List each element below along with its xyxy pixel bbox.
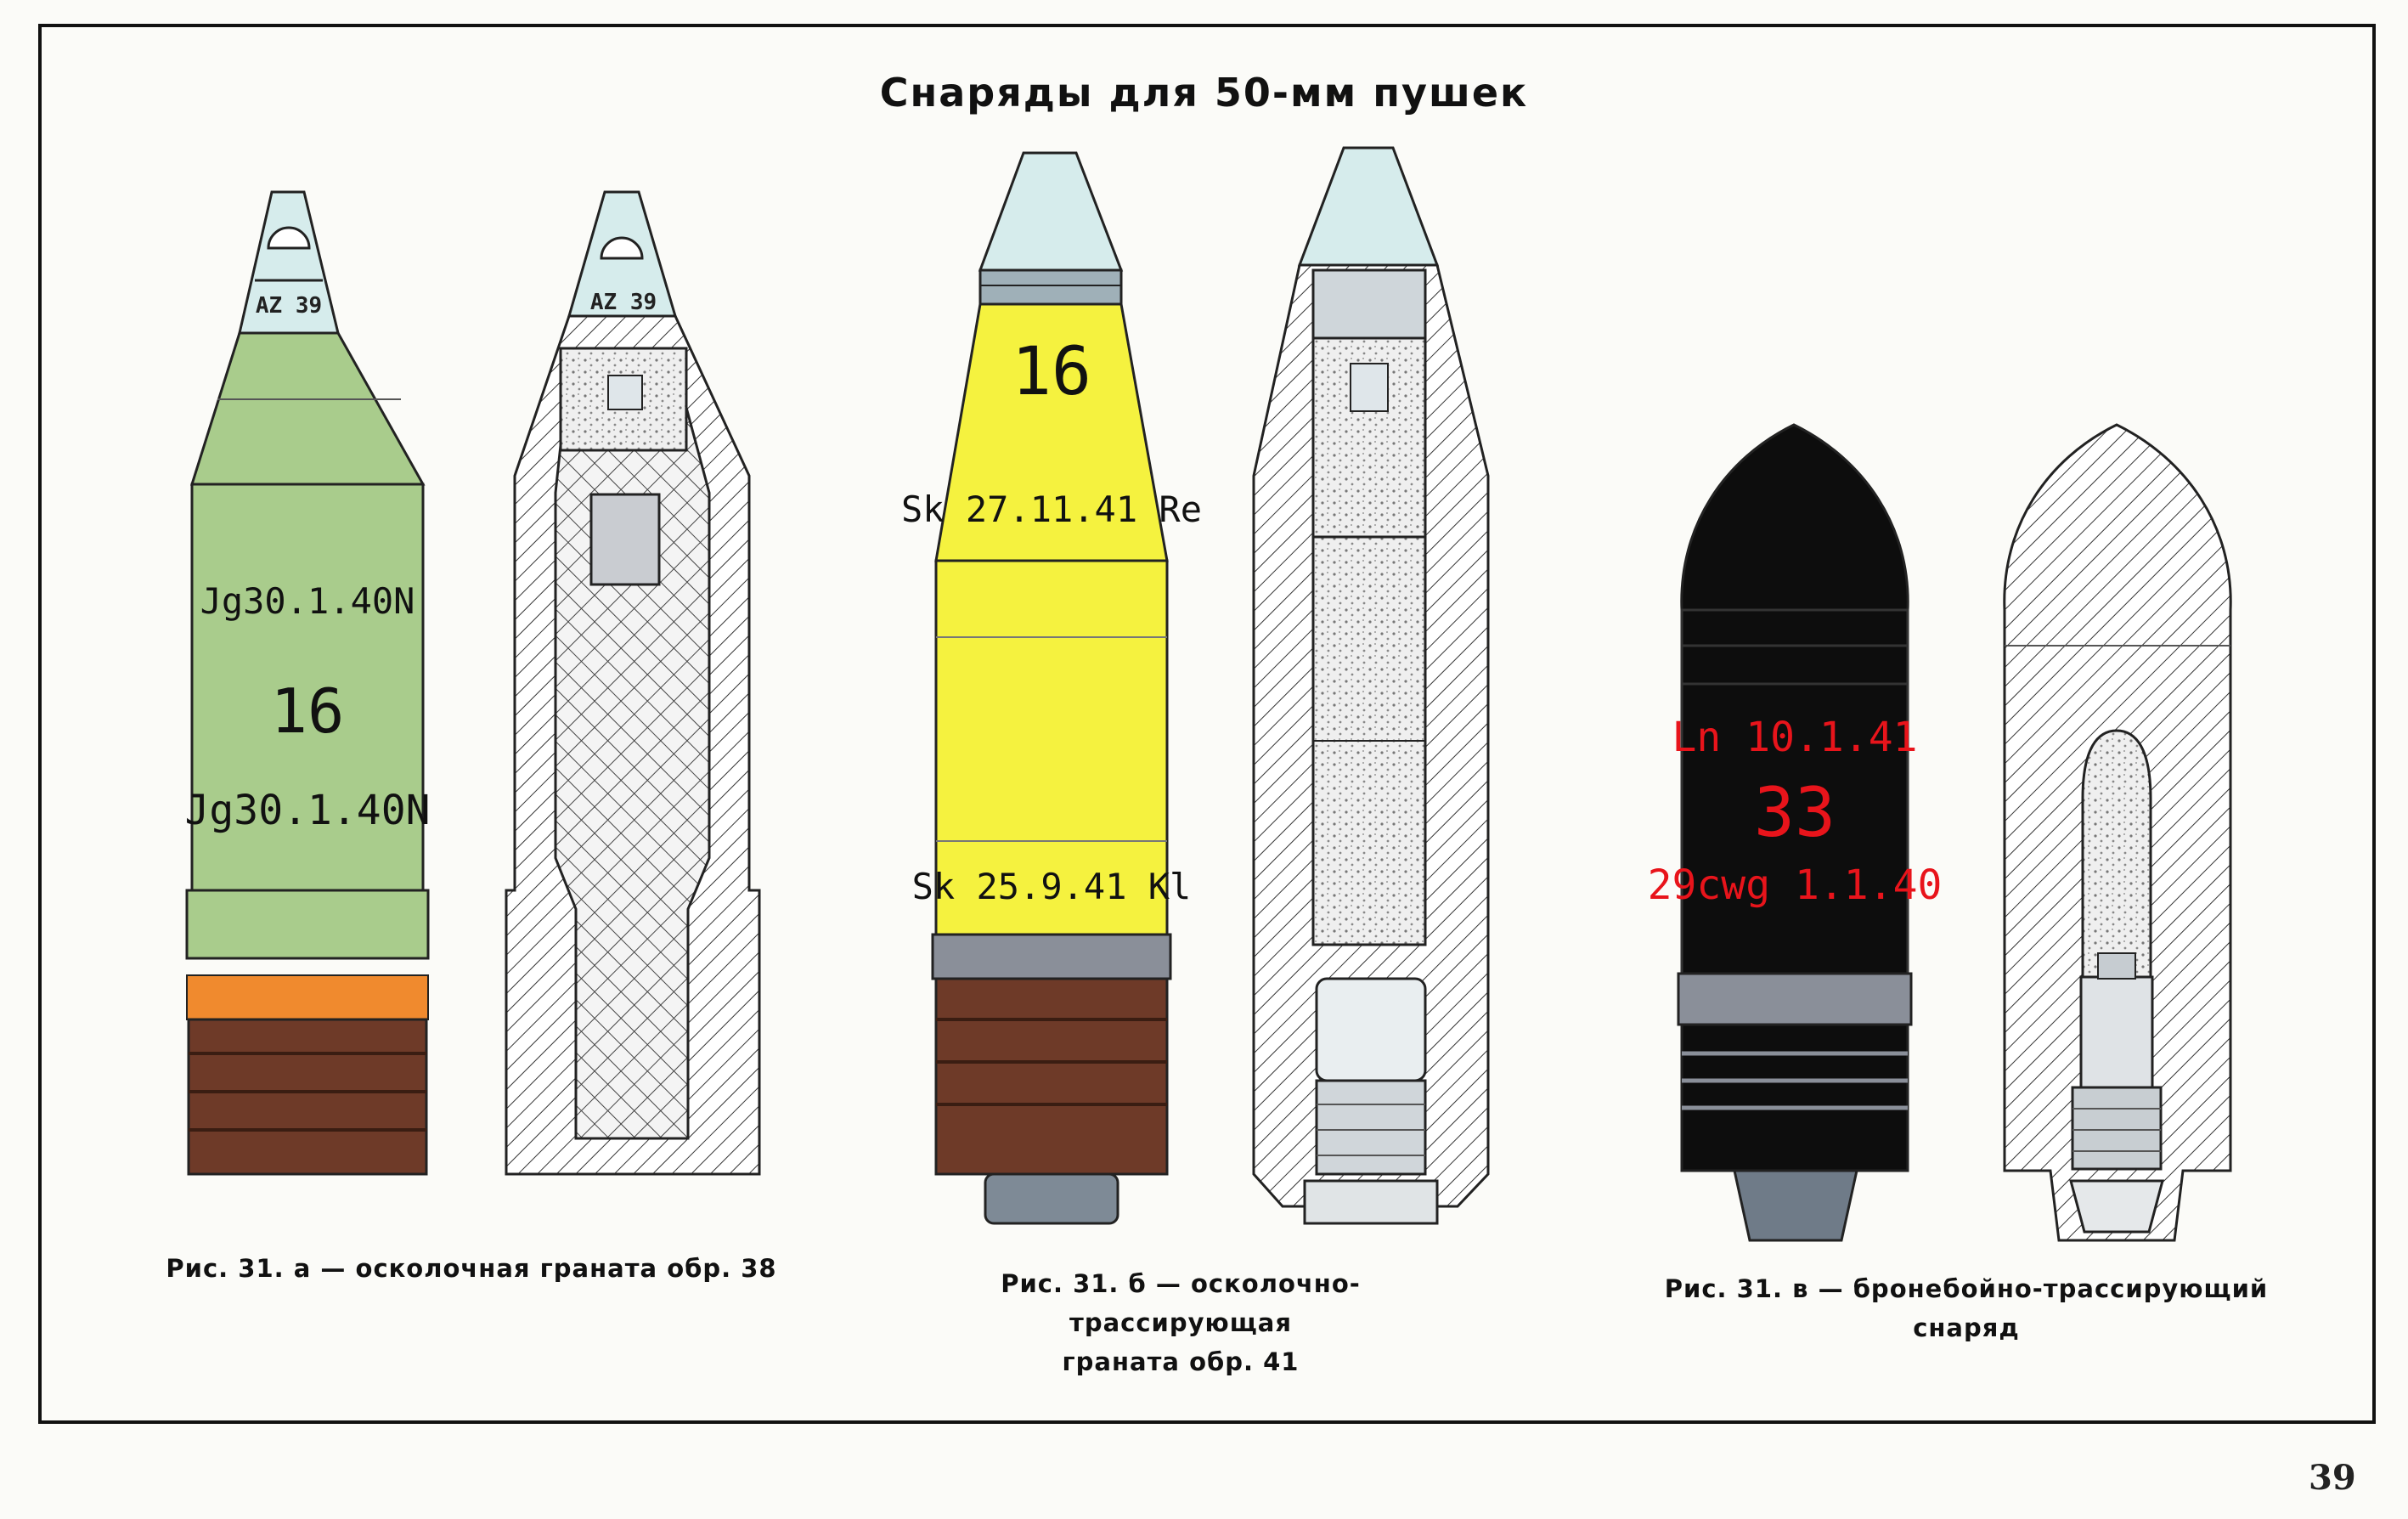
marking-b3: Sk 25.9.41 Kl — [912, 866, 1192, 907]
marking-b2: Sk 27.11.41 Re — [901, 488, 1202, 530]
caption-a: Рис. 31. а — осколочная граната обр. 38 — [153, 1249, 790, 1288]
marking-v2: 33 — [1754, 773, 1836, 852]
rotating-band — [187, 1018, 428, 1176]
color-band — [186, 974, 429, 1020]
plate-title: Снаряды для 50-мм пушек — [879, 70, 1529, 116]
detonator — [1350, 363, 1389, 412]
shell-body — [934, 559, 1169, 936]
shell-v-exterior: Ln 10.1.41 33 29cwg 1.1.40 — [1648, 423, 1943, 1242]
page-number: 39 — [2309, 1458, 2356, 1498]
shell-b-cutaway — [1252, 146, 1490, 1225]
tracer-cup — [1315, 977, 1427, 1082]
marking-a3: Jg30.1.40N — [185, 787, 431, 834]
bourrelet — [185, 889, 430, 960]
fuze-window-cut-icon — [600, 236, 644, 260]
ogive — [189, 331, 426, 486]
plate-frame — [38, 24, 2376, 1424]
marking-b1: 16 — [1012, 334, 1091, 410]
caption-v-line1: Рис. 31. в — бронебойно-трассирующий — [1664, 1274, 2269, 1303]
rotating-band — [934, 977, 1169, 1176]
fuze-cone-cut — [1297, 146, 1440, 267]
marking-a2: 16 — [271, 675, 345, 747]
rotating-band — [1680, 1023, 1909, 1172]
caption-b-line2: граната обр. 41 — [1062, 1347, 1300, 1376]
shell-body — [190, 483, 425, 892]
caption-b: Рис. 31. б — осколочно-трассирующая гран… — [900, 1264, 1461, 1381]
caption-b-line1: Рис. 31. б — осколочно-трассирующая — [1001, 1269, 1361, 1337]
detonator — [2097, 952, 2136, 980]
fuze-label-cut: AZ 39 — [590, 290, 657, 315]
fuze-label: AZ 39 — [256, 293, 322, 319]
marking-v1: Ln 10.1.41 — [1672, 714, 1918, 761]
fuze-cone — [978, 151, 1124, 272]
tracer-thread — [2071, 1086, 2163, 1171]
fuze-rings — [978, 268, 1123, 306]
steel-band — [1677, 972, 1913, 1026]
marking-v3: 29cwg 1.1.40 — [1648, 861, 1943, 909]
caption-a-text: Рис. 31. а — осколочная граната обр. 38 — [166, 1254, 777, 1283]
fuze-body — [2079, 975, 2154, 1089]
detonator — [607, 375, 643, 410]
ballistic-cap — [1680, 423, 1909, 612]
shell-b-exterior: 16 Sk 27.11.41 Re Sk 25.9.41 Kl — [901, 151, 1202, 1225]
steel-band — [931, 933, 1172, 980]
shell-a-cutaway: AZ 39 — [505, 190, 761, 1176]
shell-a-exterior: AZ 39 Jg30.1.40N 16 Jg30.1.40N — [185, 190, 431, 1176]
tracer-base-cut — [2069, 1179, 2164, 1234]
fuze-body — [1311, 268, 1427, 340]
explosive-cavity — [2081, 729, 2152, 979]
marking-a1: Jg30.1.40N — [200, 580, 415, 622]
tracer-base — [1733, 1169, 1858, 1242]
tracer-base-cut — [1303, 1179, 1439, 1225]
shell-v-cutaway — [2003, 423, 2232, 1242]
tracer-base — [984, 1172, 1119, 1225]
tracer-thread — [1315, 1079, 1427, 1176]
caption-v-line2: снаряд — [1913, 1313, 2020, 1342]
shell-body — [1680, 608, 1909, 975]
caption-v: Рис. 31. в — бронебойно-трассирующий сна… — [1656, 1269, 2276, 1347]
booster — [589, 493, 661, 586]
fuze-window-icon — [267, 226, 311, 250]
